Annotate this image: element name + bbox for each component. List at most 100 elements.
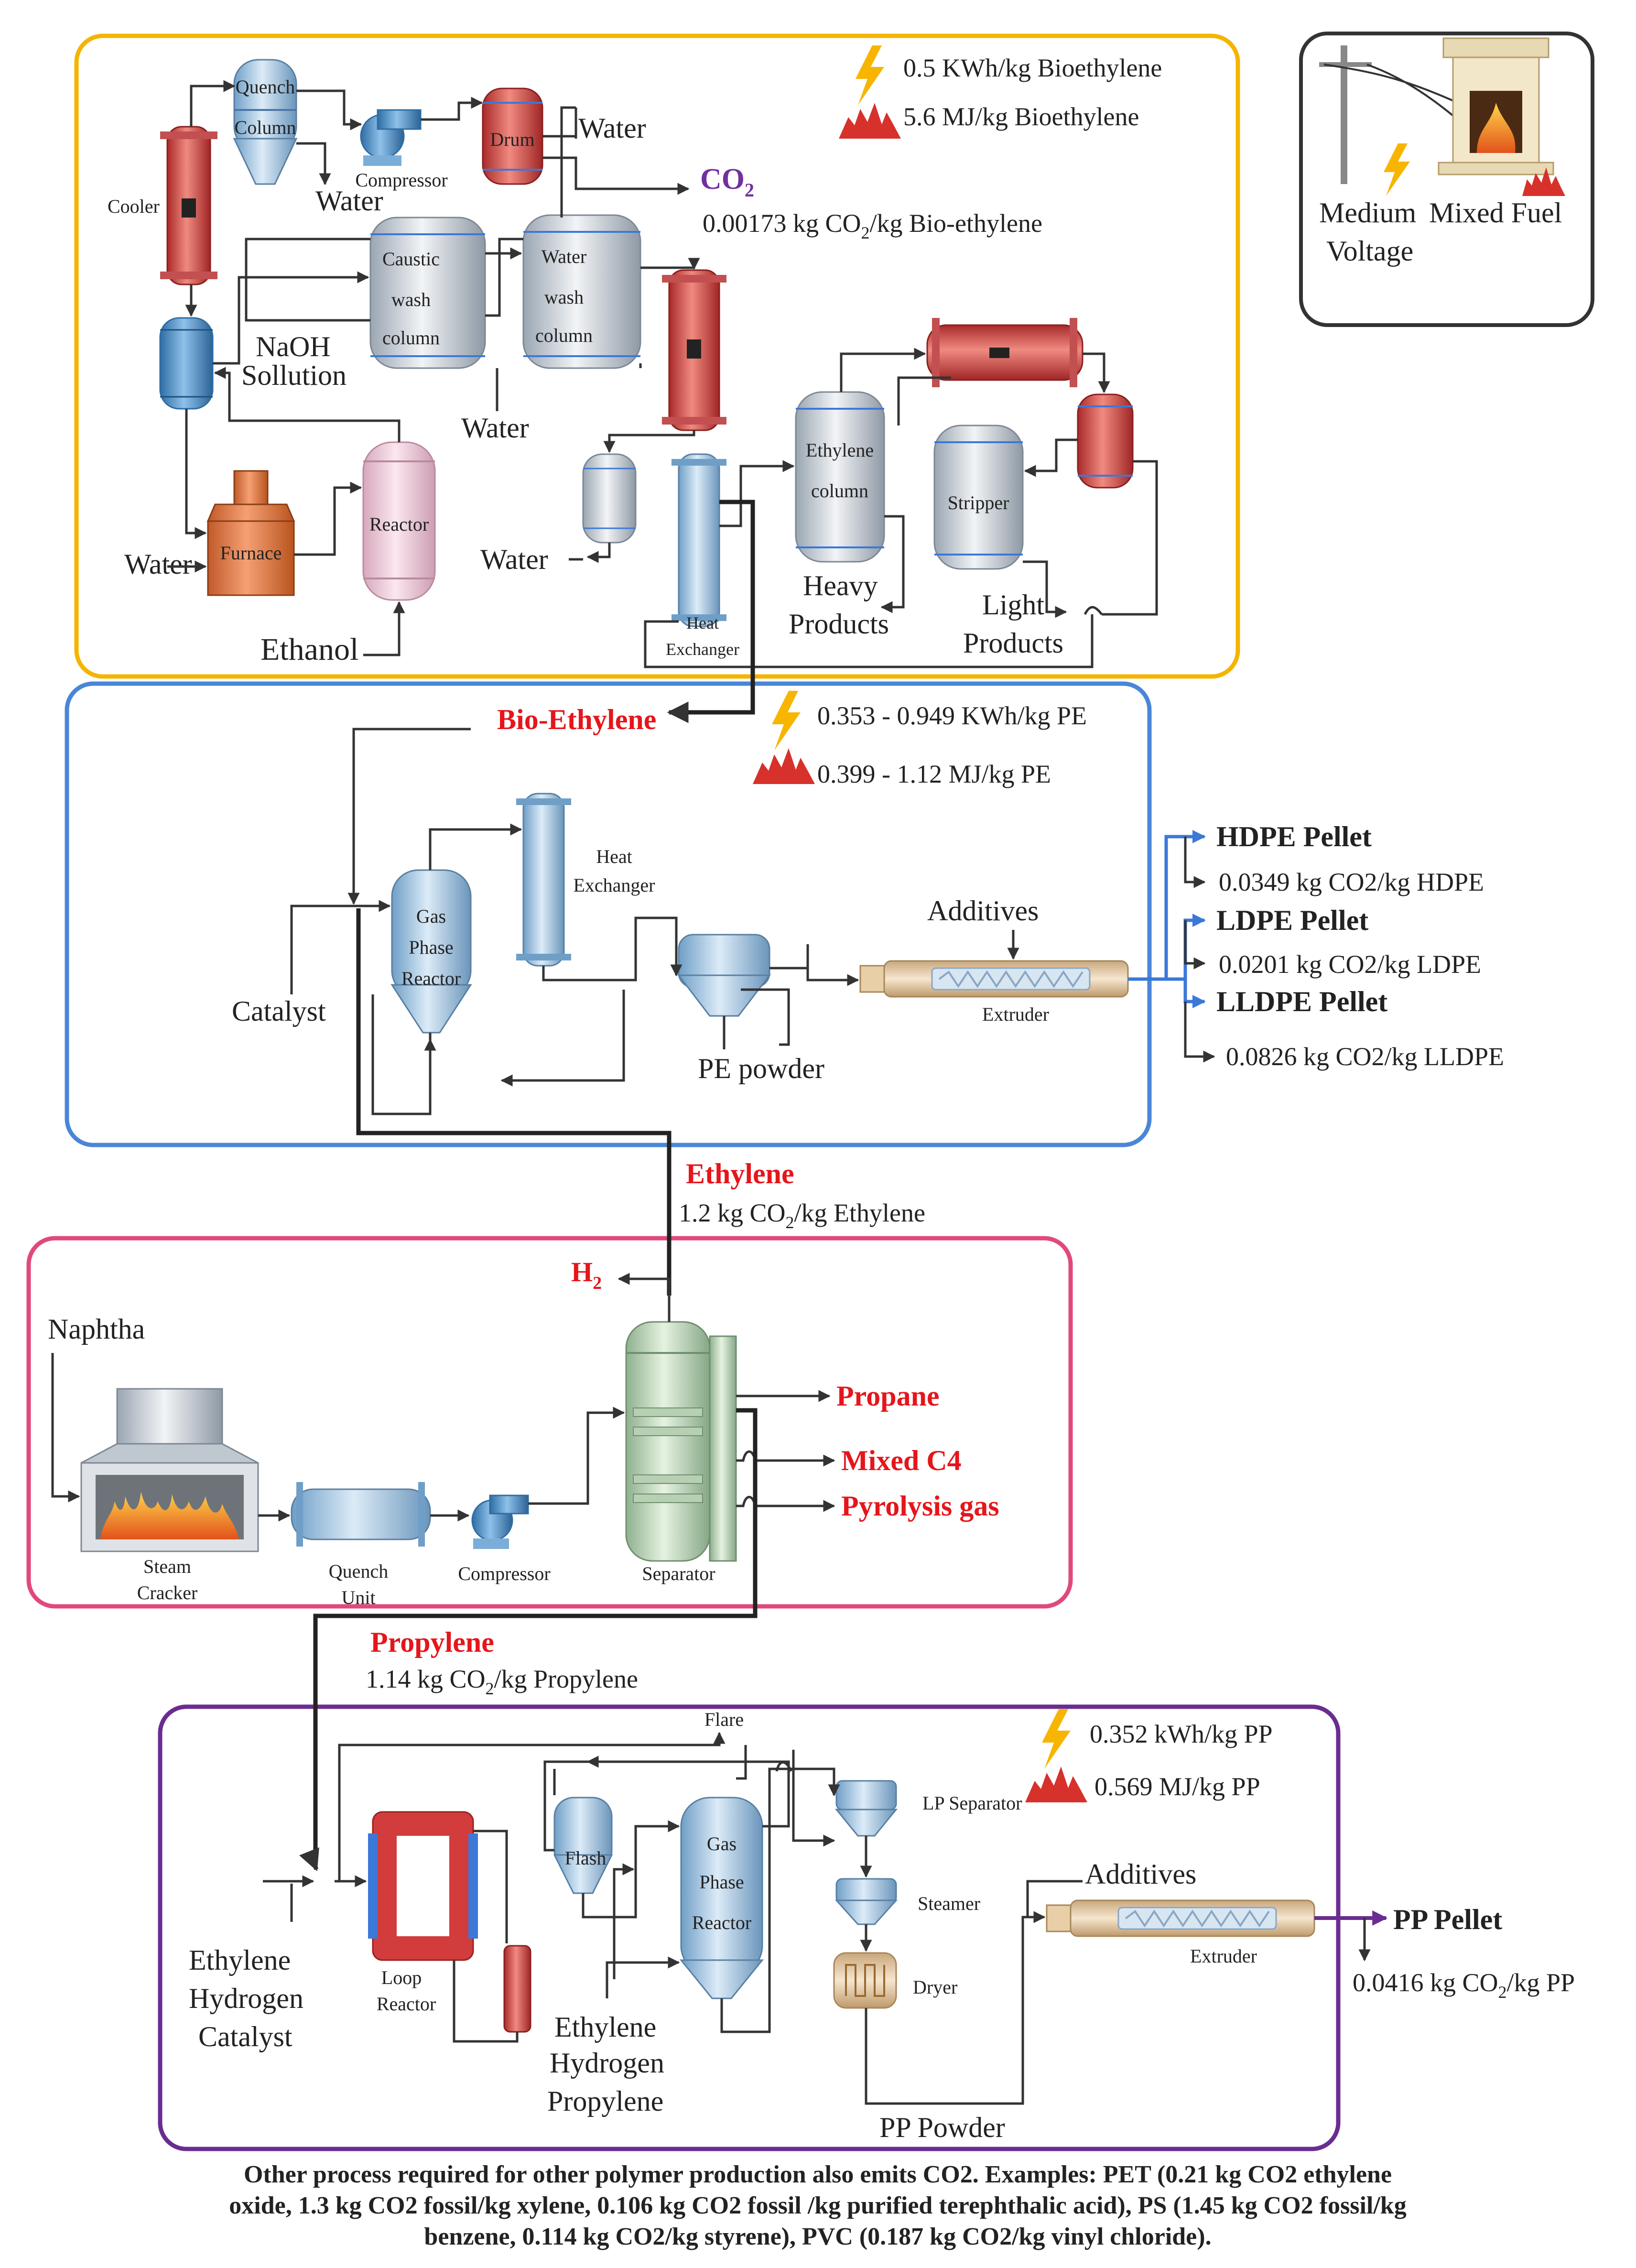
pe-heat-exchanger-label-b: Exchanger (573, 874, 655, 896)
footer-line-1: Other process required for other polymer… (244, 2161, 1392, 2188)
pp-feed2-propylene: Propylene (547, 2085, 663, 2117)
bio-ethylene-label: Bio-Ethylene (497, 704, 656, 735)
small-vessel (582, 453, 637, 544)
quench-unit-label-b: Unit (341, 1587, 375, 1608)
naphtha-label: Naphtha (48, 1313, 145, 1345)
quench-column-label-b: Column (235, 117, 296, 138)
ethylene-stream-label: Ethylene (686, 1158, 794, 1189)
pp-reactor-label-a: Gas (707, 1833, 737, 1854)
footer-line-3: benzene, 0.114 kg CO2/kg styrene), PVC (… (424, 2223, 1211, 2250)
top-fuel-energy: 5.6 MJ/kg Bioethylene (903, 102, 1139, 131)
loop-reactor (368, 1811, 478, 1961)
dryer (833, 1952, 897, 2009)
caustic-label-c: column (382, 327, 440, 349)
water-wash-column (522, 214, 641, 369)
pe-reactor-label-b: Phase (409, 937, 453, 958)
ethylene-stream-emission: 1.2 kg CO2/kg Ethylene (679, 1199, 925, 1232)
mixed-c4-label: Mixed C4 (841, 1445, 962, 1476)
electricity-icon (856, 45, 884, 105)
caustic-label-a: Caustic (382, 248, 440, 270)
bio-ethylene-line (667, 500, 755, 723)
water-wash-label-c: column (535, 325, 593, 346)
caustic-wash-column (369, 217, 486, 369)
lp-separator-label: LP Separator (922, 1792, 1022, 1814)
stripper-label: Stripper (948, 492, 1009, 513)
cracker-compressor-label: Compressor (458, 1563, 550, 1584)
pp-feed2-hydrogen: Hydrogen (550, 2047, 664, 2079)
top-co2-emission: 0.00173 kg CO2/kg Bio-ethylene (703, 209, 1042, 242)
cracker-flowlines (258, 1273, 835, 1522)
polypropylene-section-border (158, 1704, 1341, 2151)
steam-cracker-section-border (26, 1236, 1073, 1609)
flare-label: Flare (704, 1709, 744, 1730)
pp-electricity-icon (1042, 1709, 1071, 1769)
pp-fuel-energy: 0.569 MJ/kg PP (1094, 1772, 1260, 1801)
ethylene-column-label-b: column (811, 480, 868, 502)
steamer (834, 1878, 898, 1925)
stream-water-wash: Water (461, 412, 529, 444)
fuel-flame-icon (839, 103, 901, 139)
pe-cyclone (677, 934, 771, 1017)
ethylene-column (795, 391, 885, 563)
ethylene-feed-line (356, 908, 672, 1219)
loop-reactor-label-b: Reactor (377, 1993, 436, 2015)
pp-feed-catalyst: Catalyst (198, 2021, 293, 2052)
stream-light-a: Light (982, 589, 1044, 621)
pp-powder-label: PP Powder (879, 2112, 1005, 2143)
quench-column (233, 59, 298, 185)
top-electric-energy: 0.5 KWh/kg Bioethylene (903, 54, 1162, 82)
furnace-label: Furnace (220, 542, 282, 564)
dryer-label: Dryer (913, 1976, 957, 1998)
pp-reactor-label-b: Phase (699, 1871, 744, 1893)
legend-medium-a: Medium (1319, 197, 1416, 229)
pe-product-lines (1128, 830, 1215, 1063)
footer-line-2: oxide, 1.3 kg CO2 fossil/kg xylene, 0.10… (229, 2192, 1406, 2219)
compressor-cracker (471, 1494, 529, 1549)
pp-electric-energy: 0.352 kWh/kg PP (1090, 1720, 1273, 1748)
reactor-top (362, 441, 436, 601)
hdpe-pellet-label: HDPE Pellet (1216, 821, 1372, 852)
quench-unit-label-a: Quench (329, 1560, 388, 1582)
pe-heat-exchanger (516, 793, 571, 967)
separator-vessel-blue (159, 317, 214, 410)
stream-light-b: Products (963, 627, 1063, 659)
stream-heavy-a: Heavy (803, 570, 878, 601)
pp-extruder-label: Extruder (1190, 1945, 1257, 1967)
drum (482, 87, 543, 185)
flash-label: Flash (565, 1847, 607, 1869)
lp-separator (834, 1780, 898, 1837)
compressor-top (360, 109, 422, 166)
pe-additives-label: Additives (927, 895, 1039, 927)
drum-label: Drum (490, 129, 534, 150)
separator (625, 1321, 737, 1562)
pe-electricity-icon (772, 691, 801, 751)
red-heat-exchanger (662, 269, 726, 431)
pp-flame-icon (1025, 1766, 1087, 1802)
compressor-label: Compressor (355, 169, 447, 191)
pe-flame-icon (753, 748, 815, 784)
ethylene-column-label-a: Ethylene (806, 439, 874, 461)
ldpe-emission: 0.0201 kg CO2/kg LDPE (1219, 950, 1481, 979)
condenser-horizontal (926, 318, 1083, 387)
top-section-flowlines (185, 80, 1158, 668)
ethanol-arrow (363, 601, 405, 656)
pp-additives-label: Additives (1085, 1858, 1196, 1890)
loop-reactor-label-a: Loop (381, 1967, 422, 1988)
h2-label: H2 (571, 1256, 602, 1293)
pp-flowlines (263, 1732, 1083, 2105)
stripper (933, 425, 1024, 570)
pp-feed-hydrogen: Hydrogen (189, 1983, 303, 2014)
stream-naoh-a: NaOH (256, 331, 331, 362)
quench-column-label-a: Quench (236, 76, 295, 98)
reactor-label: Reactor (369, 513, 429, 535)
pe-extruder (859, 960, 1129, 998)
pe-gas-phase-reactor (390, 869, 472, 1034)
water-wash-label-b: wash (544, 286, 584, 308)
stream-water-drum: Water (578, 112, 646, 144)
steam-cracker-label-a: Steam (143, 1556, 191, 1577)
pp-reactor-label-c: Reactor (692, 1912, 751, 1933)
power-pole-icon (1319, 45, 1459, 184)
pe-electric-energy: 0.353 - 0.949 KWh/kg PE (817, 701, 1087, 730)
reflux-drum (1077, 393, 1134, 489)
